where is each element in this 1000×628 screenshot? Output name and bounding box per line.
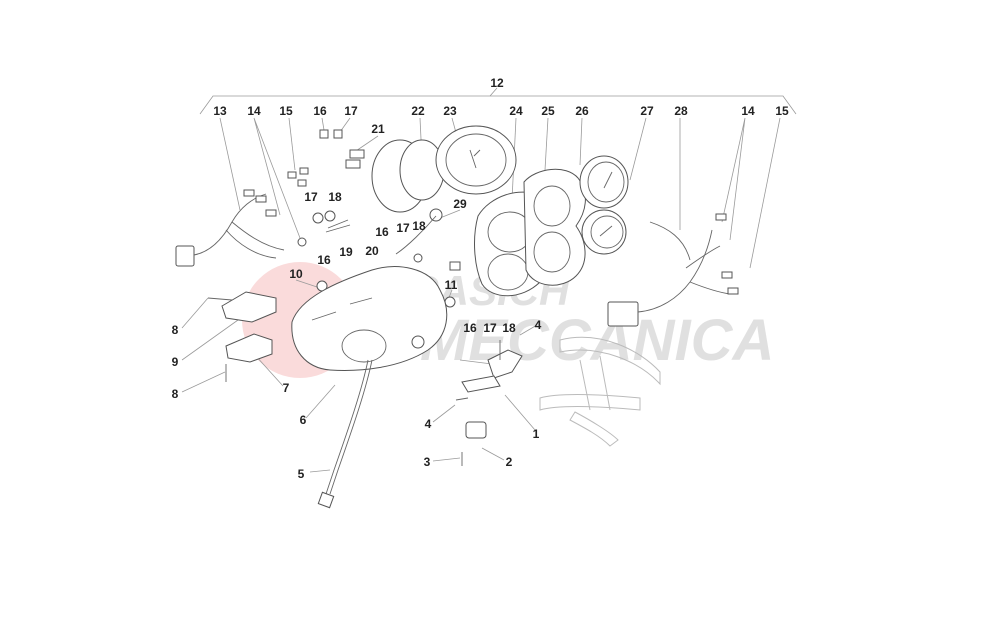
part-label-10: 10 <box>289 267 303 281</box>
part-label-23: 23 <box>443 104 457 118</box>
small-hardware <box>287 129 461 308</box>
part-label-18-left: 18 <box>328 190 342 204</box>
speedometer-cable <box>317 359 373 509</box>
part-label-18-mid: 18 <box>412 219 426 233</box>
part-label-16-low: 16 <box>317 253 331 267</box>
part-label-17-right: 17 <box>483 321 497 335</box>
part-label-15: 15 <box>279 104 293 118</box>
part-label-20: 20 <box>365 244 379 258</box>
part-label-21: 21 <box>371 122 385 136</box>
part-label-22: 22 <box>411 104 425 118</box>
wiring-harness-right <box>607 213 739 327</box>
part-label-1: 1 <box>533 427 540 441</box>
part-label-19: 19 <box>339 245 353 259</box>
side-bracket <box>207 291 277 382</box>
watermark-text-bottom: MECCANICA <box>420 308 774 373</box>
part-label-17-mid: 17 <box>396 221 410 235</box>
part-label-16-right: 16 <box>463 321 477 335</box>
part-label-8-bottom: 8 <box>172 387 179 401</box>
part-label-18-right: 18 <box>502 321 516 335</box>
part-label-14-right: 14 <box>741 104 755 118</box>
tachometer-dial <box>579 155 629 209</box>
part-label-15-right: 15 <box>775 104 789 118</box>
part-label-17: 17 <box>344 104 358 118</box>
wiring-harness-left <box>175 189 285 267</box>
part-label-29: 29 <box>453 197 467 211</box>
harness-connector-left <box>175 245 195 267</box>
part-label-14: 14 <box>247 104 261 118</box>
group-bracket-12 <box>199 87 797 115</box>
part-label-12: 12 <box>490 76 504 90</box>
main-bracket <box>291 266 448 371</box>
part-label-3: 3 <box>424 455 431 469</box>
sensor-parts <box>455 340 523 466</box>
harness-connector-right <box>607 301 639 327</box>
small-gauge-dial <box>581 209 627 255</box>
part-label-8-top: 8 <box>172 323 179 337</box>
speedometer-assembly <box>371 125 517 213</box>
part-label-16-mid: 16 <box>375 225 389 239</box>
part-label-24: 24 <box>509 104 523 118</box>
part-label-4-bottom: 4 <box>425 417 432 431</box>
part-label-25: 25 <box>541 104 555 118</box>
part-label-13: 13 <box>213 104 227 118</box>
tachometer-assembly <box>579 155 629 255</box>
part-label-5: 5 <box>298 467 305 481</box>
part-label-16: 16 <box>313 104 327 118</box>
part-label-27: 27 <box>640 104 654 118</box>
leader-lines <box>181 117 781 473</box>
part-label-9: 9 <box>172 355 179 369</box>
part-number-labels: 12 13 14 15 16 17 21 22 23 24 25 26 27 2… <box>172 76 789 481</box>
part-label-4-top: 4 <box>535 318 542 332</box>
part-label-28: 28 <box>674 104 688 118</box>
part-label-17-left: 17 <box>304 190 318 204</box>
part-label-26: 26 <box>575 104 589 118</box>
part-label-2: 2 <box>506 455 513 469</box>
frame-ghost-outline <box>539 336 661 447</box>
part-label-6: 6 <box>300 413 307 427</box>
speedometer-dial <box>435 125 517 195</box>
instrument-panel-frame <box>474 168 586 297</box>
part-label-7: 7 <box>283 381 290 395</box>
part-label-11: 11 <box>445 278 458 292</box>
